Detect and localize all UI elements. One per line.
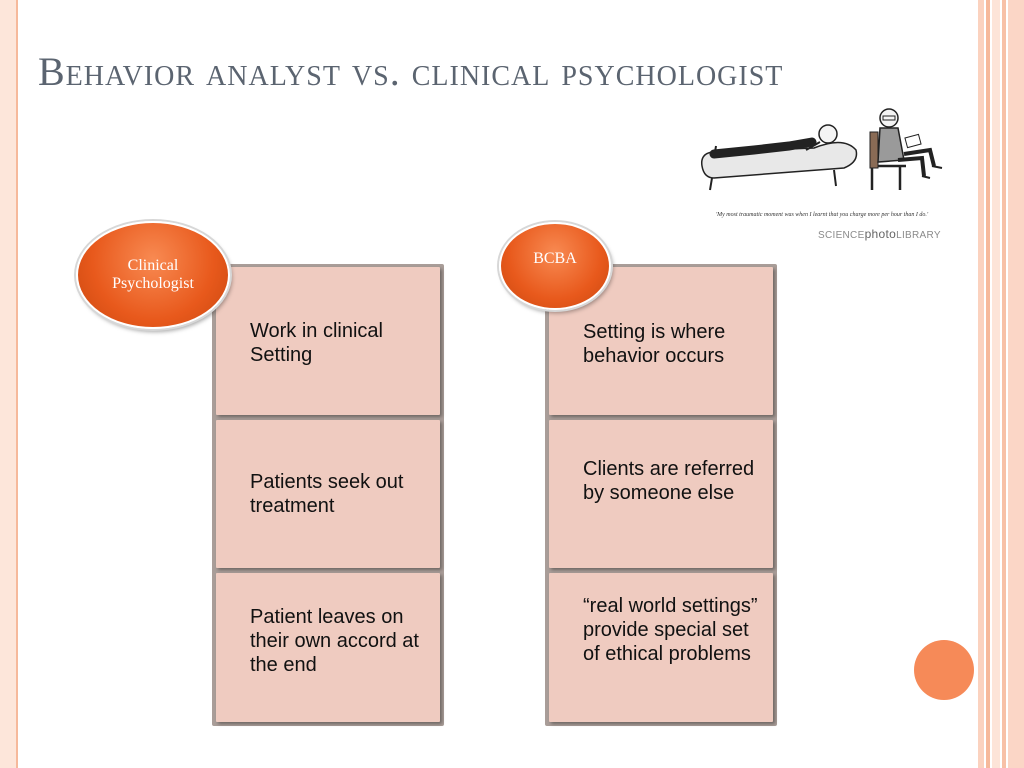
cartoon-caption: 'My most traumatic moment was when I lea… [715,212,929,218]
clinical-card-1: Work in clinical Setting [216,267,440,415]
credit-photo: photo [864,227,897,241]
clinical-psychologist-label: Clinical Psychologist [112,257,194,292]
right-decorative-stripes [978,0,1024,768]
psychologist-cartoon: 'My most traumatic moment was when I lea… [694,106,966,242]
image-credit: SCIENCEphotoLIBRARY [818,227,941,241]
clinical-card-3: Patient leaves on their own accord at th… [216,573,440,722]
credit-library: LIBRARY [896,230,941,241]
bcba-card-3: “real world settings” provide special se… [549,573,773,722]
couch-cartoon-icon [700,108,943,191]
slide-title: Behavior analyst vs. clinical psychologi… [38,49,784,94]
decorative-orange-circle [914,640,974,700]
clinical-psychologist-column: Work in clinical Setting Patients seek o… [212,264,444,726]
clinical-card-2: Patients seek out treatment [216,420,440,568]
left-frame-border [0,0,18,768]
bcba-label: BCBA [533,250,577,267]
bcba-card-2: Clients are referred by someone else [549,420,773,568]
clinical-psychologist-oval: Clinical Psychologist [76,221,230,329]
credit-science: SCIENCE [818,230,865,241]
bcba-oval: BCBA [499,222,611,310]
bcba-column: Setting is where behavior occurs Clients… [545,264,777,726]
